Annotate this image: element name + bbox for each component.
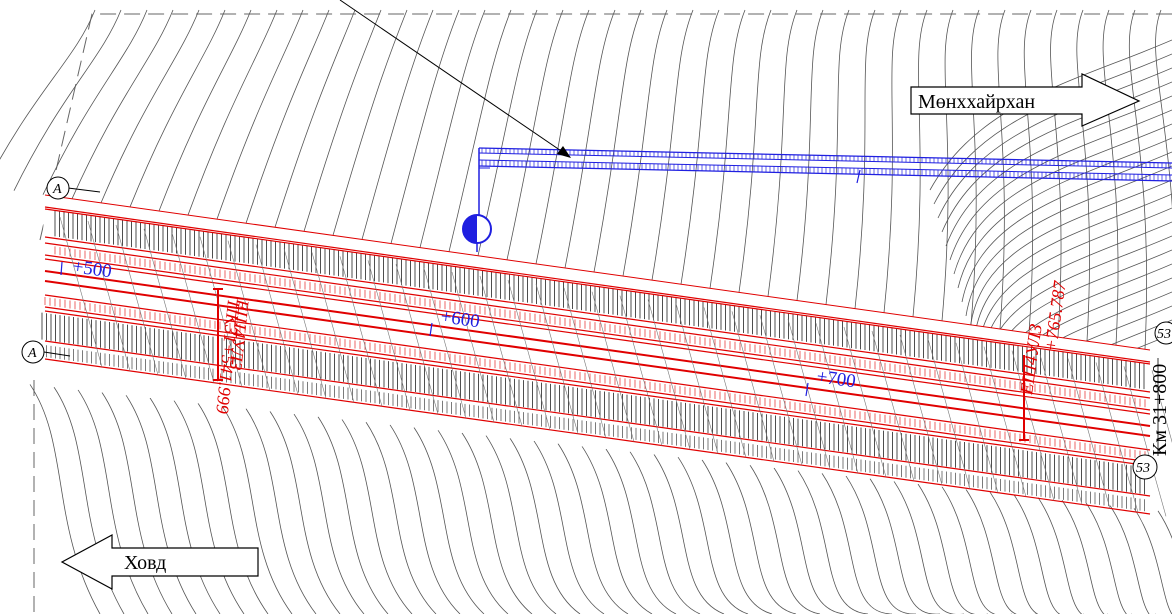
section-marker-a-bottom: A [21, 340, 71, 364]
direction-arrow-left: Ховд [60, 533, 259, 591]
direction-label-left: Ховд [124, 552, 166, 574]
section-marker-a-top: A [46, 176, 101, 200]
svg-text:A: A [52, 182, 62, 197]
section-marker-53-bottom: 53 [1132, 454, 1158, 480]
direction-arrow-right: Мөнххайрхан [910, 73, 1141, 127]
slope-hatching [41, 210, 1146, 512]
section-marker-53-top: 53 [1154, 321, 1172, 345]
svg-text:53: 53 [1136, 461, 1150, 476]
road-corridor [35, 194, 1172, 517]
leader-arrow [339, 0, 571, 158]
svg-text:53: 53 [1157, 327, 1171, 342]
road-red-lines [44, 194, 1151, 515]
svg-text:A: A [27, 346, 37, 361]
direction-label-right: Мөнххайрхан [918, 91, 1035, 113]
well-symbol [462, 214, 492, 252]
blue-pipe [462, 147, 1172, 252]
km-label: Км 31+800 [1149, 364, 1171, 456]
